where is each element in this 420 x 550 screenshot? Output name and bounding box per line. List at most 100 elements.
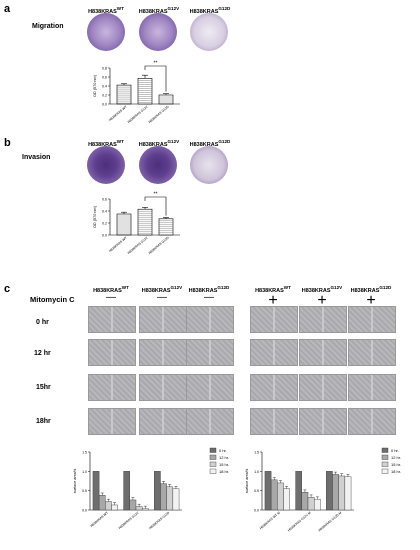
- bar-2-1: [123, 471, 130, 511]
- time-label-18: 18hr: [36, 418, 51, 425]
- bar-1-3: [105, 501, 112, 511]
- category-label: H838KRAS G12D: [148, 235, 171, 255]
- bar-1-1: [264, 471, 272, 511]
- wound-image-r2-c6: [348, 339, 396, 366]
- y-tick-label: 1.0: [82, 470, 87, 474]
- wound-image-r3-c6: [348, 374, 396, 401]
- bar-1-4: [111, 504, 118, 511]
- panel-b-header-g12d: H838KRASG12D: [189, 139, 231, 148]
- y-tick-label: 0.0: [82, 509, 87, 513]
- panel-c-header-1: H838KRASWT: [93, 285, 129, 294]
- category-label: H838KRAS G12V: [127, 235, 150, 255]
- legend-swatch: [381, 454, 389, 460]
- y-tick-label: 0.4: [102, 85, 107, 89]
- migration-dish-wt: [87, 13, 125, 51]
- wound-image-r4-c3: [186, 408, 234, 435]
- panel-a-label: a: [4, 3, 11, 15]
- panel-b-label: b: [4, 137, 11, 149]
- wound-image-r4-c1: [88, 408, 136, 435]
- bar-3-2: [160, 483, 167, 511]
- bar-3-4: [344, 476, 352, 511]
- y-tick-label: 1.5: [254, 451, 259, 455]
- panel-a-header-g12d: H838KRASG12D: [189, 6, 231, 15]
- wound-image-r3-c2: [139, 374, 187, 401]
- significance-stars: **: [154, 61, 158, 67]
- legend-swatch: [209, 461, 217, 467]
- wound-image-r2-c2: [139, 339, 187, 366]
- category-label: H838KRAS G12V: [118, 510, 141, 530]
- panel-c-header-3: H838KRASG12D: [188, 285, 230, 294]
- wound-image-r4-c4: [250, 408, 298, 435]
- treatment-mark-3: —: [204, 292, 214, 303]
- panel-c-header-5: H838KRASG12V: [301, 285, 343, 294]
- y-axis-label: surface area%: [245, 468, 249, 493]
- panel-b-header-wt: H838KRASWT: [88, 139, 124, 148]
- y-tick-label: 0.8: [102, 67, 107, 71]
- treatment-mark-6: +: [366, 292, 376, 309]
- y-tick-label: 1.5: [82, 451, 87, 455]
- legend-swatch: [381, 447, 389, 453]
- panel-c-header-6: H838KRASG12D: [350, 285, 392, 294]
- y-tick-label: 0.4: [102, 210, 107, 214]
- legend-label: 15 hr.: [391, 462, 401, 467]
- bar-2-2: [301, 492, 309, 511]
- wound-image-r3-c1: [88, 374, 136, 401]
- wound-image-r4-c2: [139, 408, 187, 435]
- bar-3-3: [166, 486, 174, 511]
- wound-image-r1-c6: [348, 306, 396, 333]
- category-label: H838KRAS G12D: [148, 104, 171, 124]
- panel-c-header-4: H838KRASWT: [255, 285, 291, 294]
- significance-bracket: [144, 196, 167, 216]
- treatment-mark-2: —: [157, 292, 167, 303]
- wound-chart-untreated: 0.0 0.5 1.0 1.5 surface area% H838KRAS WT H838…: [73, 447, 229, 530]
- time-label-15: 15hr: [36, 384, 51, 391]
- legend-label: 15 hr.: [219, 462, 229, 467]
- y-tick-label: 1.0: [254, 470, 259, 474]
- category-label: H838KRAS G12D: [148, 510, 171, 530]
- legend-label: 0 hr.: [391, 448, 399, 453]
- category-label: H838KRAS WT: [108, 105, 128, 122]
- y-tick-label: 0.6: [102, 198, 107, 202]
- y-axis-label: OD (570 nm): [93, 205, 97, 228]
- y-axis-label: surface area%: [73, 468, 77, 493]
- category-label: H838KRAS WT: [108, 236, 128, 253]
- bar-2-1: [295, 471, 302, 511]
- y-tick-label: 0.5: [82, 489, 87, 493]
- wound-image-r3-c5: [299, 374, 347, 401]
- bar-1-2: [270, 479, 278, 511]
- wound-image-r2-c3: [186, 339, 234, 366]
- bar-3: [158, 94, 174, 105]
- bar-2-3: [307, 497, 315, 511]
- category-label: H838KRAS G12D M: [317, 510, 342, 532]
- bar-2-3: [135, 506, 143, 511]
- wound-image-r4-c5: [299, 408, 347, 435]
- wound-image-r1-c5: [299, 306, 347, 333]
- bar-3-3: [338, 475, 346, 511]
- y-tick-label: 0.0: [102, 103, 107, 107]
- category-label: H838KRAS WT: [89, 511, 109, 528]
- wound-image-r1-c2: [139, 306, 187, 333]
- legend-label: 12 hr.: [219, 455, 229, 460]
- bar-1-3: [277, 482, 284, 511]
- wound-image-r2-c4: [250, 339, 298, 366]
- bar-1-4: [283, 488, 290, 511]
- legend-swatch: [209, 454, 217, 460]
- bar-2-4: [141, 508, 149, 511]
- panel-c-header-2: H838KRASG12V: [141, 285, 183, 294]
- treatment-mark-4: +: [268, 292, 278, 309]
- y-axis-label: OD (570 nm): [93, 74, 97, 97]
- wound-image-r1-c4: [250, 306, 298, 333]
- y-tick-label: 0.2: [102, 94, 107, 98]
- wound-image-r3-c4: [250, 374, 298, 401]
- y-tick-label: 0.5: [254, 489, 259, 493]
- legend-swatch: [209, 447, 217, 453]
- bar-1-2: [98, 495, 106, 511]
- bar-3-2: [332, 474, 339, 511]
- y-tick-label: 0.0: [102, 234, 107, 238]
- invasion-dish-wt: [87, 146, 125, 184]
- panel-c-label: c: [4, 283, 11, 295]
- bar-2-2: [129, 499, 137, 511]
